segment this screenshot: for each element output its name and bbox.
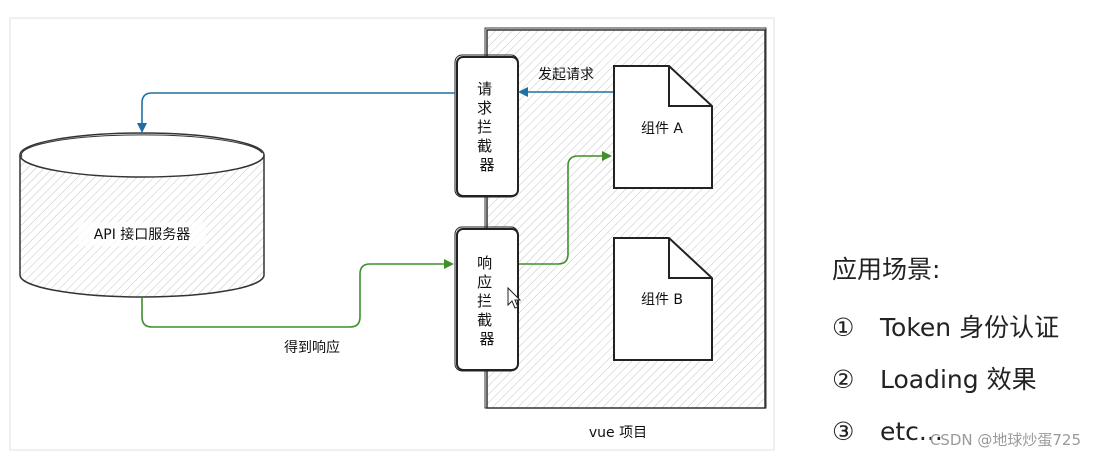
send-request-label: 发起请求 — [538, 67, 594, 83]
deliver-response-arrow — [519, 151, 612, 265]
server-response-arrow — [141, 259, 454, 328]
forward-request-arrow — [137, 92, 455, 133]
get-response-label: 得到响应 — [284, 339, 340, 356]
watermark: CSDN @地球炒蛋725 — [929, 431, 1081, 449]
scenario-text: Token 身份认证 — [880, 313, 1060, 342]
response-interceptor-char: 截 — [477, 311, 492, 329]
scenario-item: ① Token 身份认证 — [832, 302, 1092, 354]
scenario-item: ③ etc... — [832, 406, 1092, 458]
component-a-document — [613, 65, 713, 189]
response-interceptor-char: 响 — [477, 254, 492, 272]
request-interceptor-char: 器 — [479, 156, 494, 174]
response-interceptor-label: 响 应 拦 截 器 — [477, 254, 497, 348]
scenario-text: Loading 效果 — [880, 365, 1037, 394]
api-server-label: API 接口服务器 — [94, 226, 191, 243]
scenario-number: ③ — [832, 417, 855, 446]
request-interceptor-box — [454, 54, 519, 198]
scenarios-title: 应用场景: — [832, 255, 941, 284]
scenario-text: etc... — [880, 417, 943, 446]
response-interceptor-char: 应 — [477, 273, 492, 291]
application-scenarios: 应用场景: ① Token 身份认证 ② Loading 效果 ③ etc... — [832, 250, 1092, 458]
request-interceptor-char: 求 — [477, 99, 492, 117]
mouse-cursor-icon — [507, 286, 522, 309]
vue-project-label: vue 项目 — [589, 425, 647, 441]
component-a-label: 组件 A — [641, 121, 683, 137]
request-interceptor-char: 截 — [477, 137, 492, 155]
response-interceptor-char: 拦 — [477, 292, 492, 310]
scenario-item: ② Loading 效果 — [832, 354, 1092, 406]
scenario-number: ① — [832, 313, 855, 342]
interceptor-diagram: vue 项目 API 接口服务器 请 求 拦 截 器 响 应 拦 截 器 组件 … — [9, 17, 775, 451]
request-interceptor-char: 请 — [477, 80, 492, 98]
response-interceptor-char: 器 — [479, 330, 494, 348]
scenario-number: ② — [832, 365, 855, 394]
component-b-label: 组件 B — [641, 292, 683, 308]
component-b-document — [613, 237, 713, 361]
diagram-frame — [9, 17, 775, 451]
request-interceptor-char: 拦 — [477, 118, 492, 136]
api-server-cylinder — [19, 132, 265, 298]
request-interceptor-label: 请 求 拦 截 器 — [477, 80, 497, 174]
